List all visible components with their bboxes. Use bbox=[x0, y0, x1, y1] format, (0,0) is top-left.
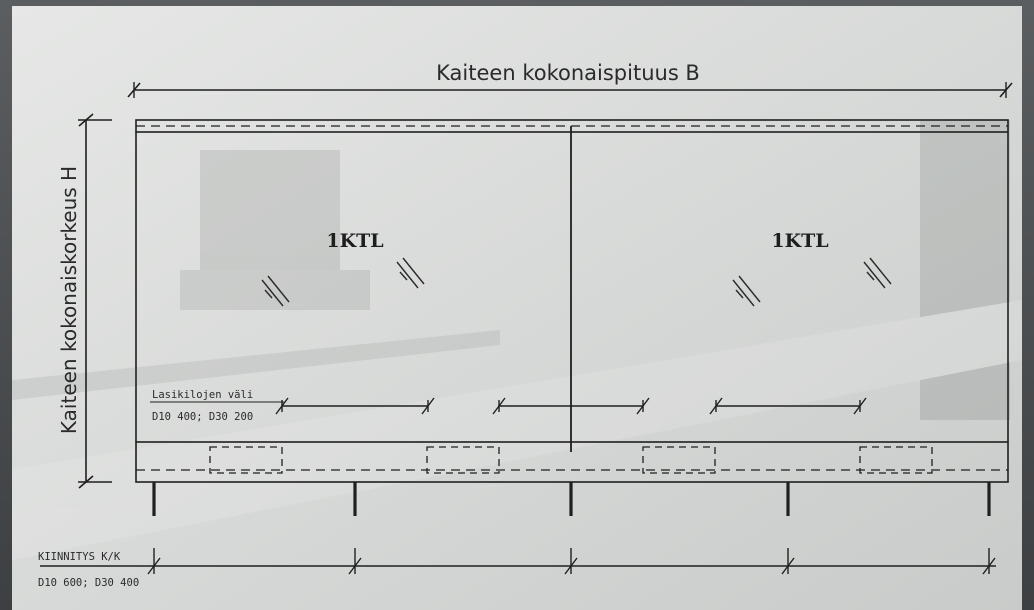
fixing-dimensions bbox=[40, 548, 996, 575]
glass-hatch bbox=[863, 257, 892, 289]
glass-spacer-blocks bbox=[209, 446, 933, 474]
fixing-label-line2: D10 600; D30 400 bbox=[38, 577, 139, 589]
height-dimension bbox=[78, 113, 112, 489]
panel-right-label: 1KTL bbox=[771, 230, 828, 252]
railing-outline bbox=[135, 119, 1009, 483]
length-dimension bbox=[127, 82, 1013, 98]
spacer-label-line1: Lasikilojen väli bbox=[152, 389, 253, 401]
panel-left-label: 1KTL bbox=[326, 230, 383, 252]
glass-hatch-marks bbox=[261, 257, 892, 307]
spacer-block bbox=[859, 446, 933, 474]
spacer-label-line2: D10 400; D30 200 bbox=[152, 411, 253, 423]
background-photo bbox=[12, 120, 1022, 560]
height-label: Kaiteen kokonaiskorkeus H bbox=[57, 166, 81, 434]
spacer-block bbox=[642, 446, 716, 474]
spacer-dimensions bbox=[275, 397, 867, 415]
spacer-block bbox=[426, 446, 500, 474]
length-label: Kaiteen kokonaispituus B bbox=[436, 61, 700, 85]
anchor-bolts bbox=[152, 482, 991, 516]
spacer-block bbox=[209, 446, 283, 474]
glass-hatch bbox=[396, 257, 425, 289]
glass-hatch bbox=[261, 275, 290, 307]
fixing-label-line1: KIINNITYS K/K bbox=[38, 551, 121, 563]
drawing-paper bbox=[12, 6, 1022, 610]
glass-hatch bbox=[732, 275, 761, 307]
